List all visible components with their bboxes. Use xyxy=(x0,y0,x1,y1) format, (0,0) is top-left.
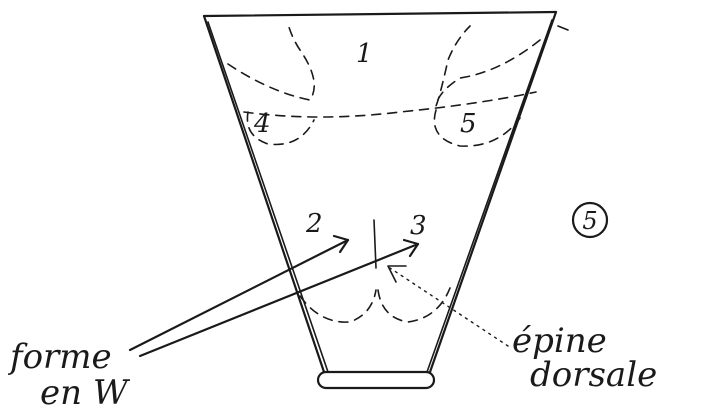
left-wall-double xyxy=(208,22,328,372)
region-number-5: 5 xyxy=(460,109,477,139)
right-wall xyxy=(430,12,556,372)
spine-arrow xyxy=(388,266,508,346)
region-number-1: 1 xyxy=(356,39,373,69)
vessel-base-ring xyxy=(318,372,434,388)
rim-line xyxy=(204,12,556,16)
lower-right-lobe xyxy=(378,288,450,322)
region-number-3: 3 xyxy=(410,211,427,241)
left-wall xyxy=(204,16,324,372)
w-shape-label-line1: forme xyxy=(7,337,112,377)
arrow-to-region-3 xyxy=(140,244,418,356)
right-small-lobe xyxy=(434,110,520,146)
spine-arrow-line xyxy=(390,268,508,346)
figure-number-badge: 5 xyxy=(573,203,607,237)
w-shape-label-line2: en W xyxy=(40,373,131,410)
figure-number: 5 xyxy=(582,207,597,235)
upper-right-lobe xyxy=(436,26,540,106)
rim-tick xyxy=(558,26,568,30)
region-number-2: 2 xyxy=(305,209,323,239)
middle-band xyxy=(244,92,536,117)
region-number-4: 4 xyxy=(253,109,271,139)
spine-label-line2: dorsale xyxy=(530,355,657,395)
lower-left-lobe xyxy=(300,290,376,322)
upper-left-lobe xyxy=(228,24,314,100)
